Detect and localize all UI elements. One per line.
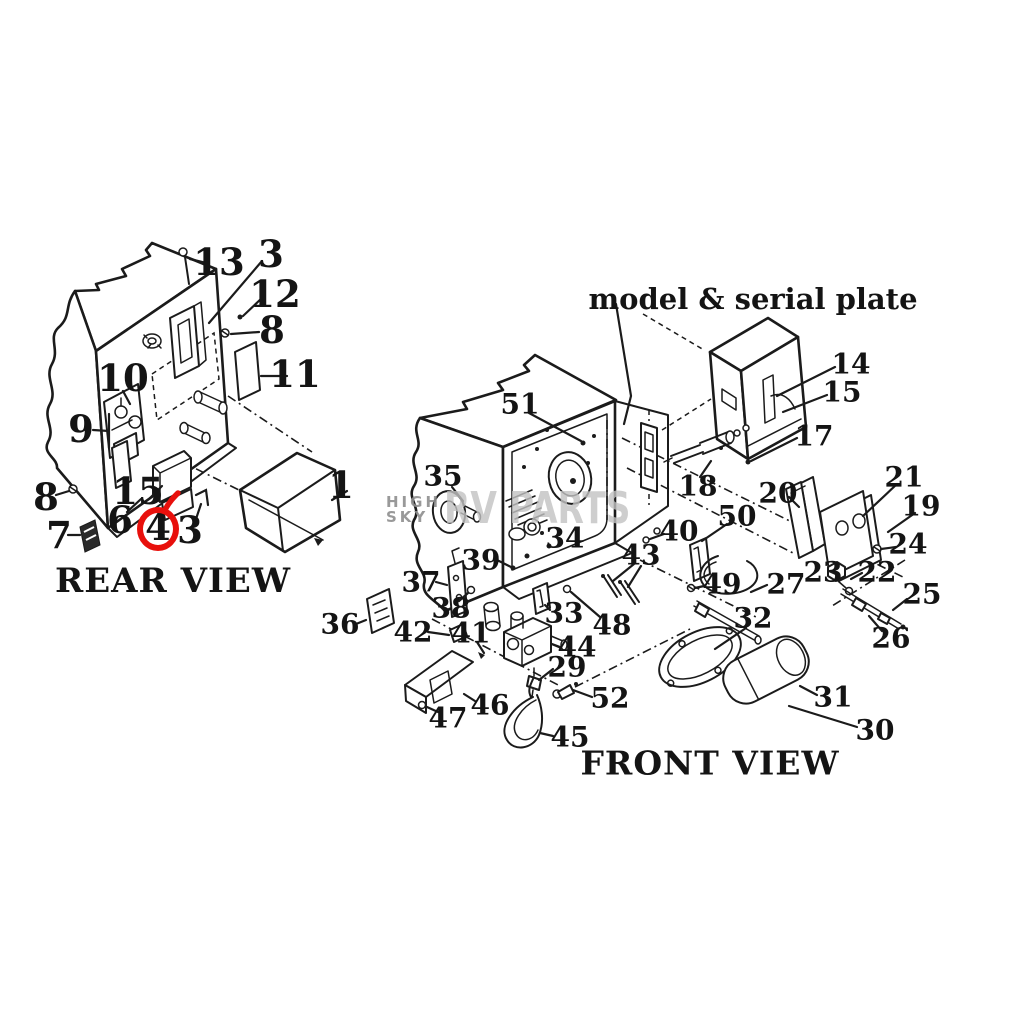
callout-rear-13: 13 <box>193 239 245 284</box>
rear-view-title: REAR VIEW <box>54 561 292 601</box>
callout-rear-3: 3 <box>258 231 284 276</box>
watermark-line2: SKY <box>386 508 429 526</box>
front-view-title: FRONT VIEW <box>580 743 840 783</box>
callout-rear-9: 9 <box>68 406 94 451</box>
callout-front-48: 48 <box>592 608 632 642</box>
callout-rear-12: 12 <box>249 271 301 316</box>
callout-rear-3: 3 <box>177 507 203 552</box>
callout-front-23: 23 <box>803 555 843 589</box>
callout-front-30: 30 <box>855 713 895 747</box>
callout-front-51: 51 <box>500 387 540 421</box>
callout-front-40: 40 <box>659 514 699 548</box>
callout-front-17: 17 <box>794 419 834 453</box>
callout-front-39: 39 <box>461 543 501 577</box>
callout-front-14: 14 <box>831 347 871 381</box>
callout-rear-11: 11 <box>269 351 321 396</box>
callout-front-27: 27 <box>766 567 806 601</box>
callout-rear-10: 10 <box>97 355 149 400</box>
callout-front-49: 49 <box>702 567 742 601</box>
callout-front-46: 46 <box>470 688 510 722</box>
callout-front-21: 21 <box>884 460 924 494</box>
callout-front-32: 32 <box>733 601 773 635</box>
callout-front-34: 34 <box>545 521 585 555</box>
callout-front-38: 38 <box>431 591 471 625</box>
callout-front-24: 24 <box>888 527 928 561</box>
callout-rear-1: 1 <box>328 462 354 507</box>
callout-front-45: 45 <box>550 720 590 754</box>
watermark-main: RV PARTS <box>444 483 631 534</box>
callout-front-50: 50 <box>717 499 757 533</box>
callout-front-41: 41 <box>451 616 491 650</box>
highlight-circle <box>137 507 179 551</box>
callout-front-47: 47 <box>428 701 468 735</box>
callout-front-33: 33 <box>544 596 584 630</box>
callout-front-52: 52 <box>590 681 630 715</box>
callout-front-26: 26 <box>871 621 911 655</box>
callout-front-43: 43 <box>621 538 661 572</box>
model-serial-plate-label: model & serial plate <box>588 282 918 316</box>
watermark-small: HIGH SKY <box>386 495 441 525</box>
watermark-line1: HIGH <box>386 493 442 511</box>
callout-front-25: 25 <box>902 577 942 611</box>
callout-front-15: 15 <box>822 375 862 409</box>
callout-front-19: 19 <box>901 489 941 523</box>
callout-front-22: 22 <box>857 555 897 589</box>
callout-front-35: 35 <box>423 459 463 493</box>
callout-rear-8: 8 <box>33 474 59 519</box>
callout-front-42: 42 <box>393 615 433 649</box>
callout-rear-7: 7 <box>46 512 72 557</box>
callout-front-44: 44 <box>557 630 597 664</box>
callout-rear-8: 8 <box>259 307 285 352</box>
callout-front-36: 36 <box>320 607 360 641</box>
rear-view-drawing <box>45 241 349 554</box>
callout-front-18: 18 <box>678 469 718 503</box>
front-view-drawing <box>354 302 917 749</box>
callout-front-31: 31 <box>813 680 853 714</box>
callout-front-29: 29 <box>547 650 587 684</box>
callout-rear-15: 15 <box>112 468 164 513</box>
callout-rear-6: 6 <box>107 497 133 542</box>
callout-front-20: 20 <box>758 476 798 510</box>
callout-front-37: 37 <box>401 565 441 599</box>
